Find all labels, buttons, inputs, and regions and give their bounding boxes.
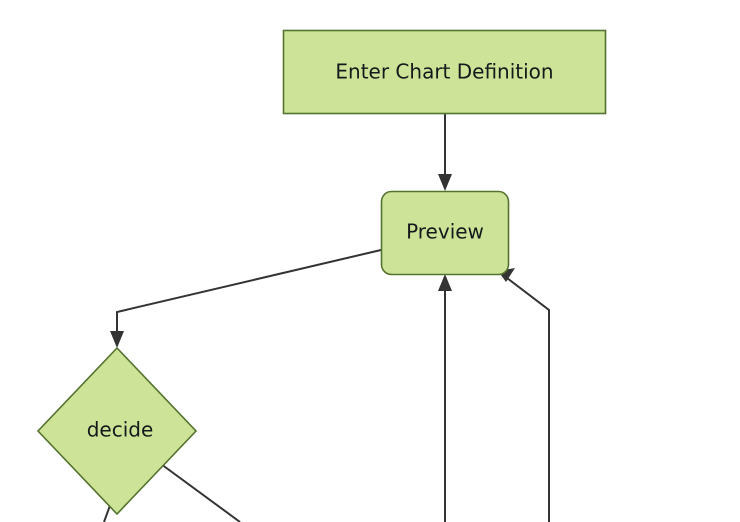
- node-decide-label: decide: [87, 418, 154, 442]
- node-preview[interactable]: Preview: [380, 190, 510, 276]
- node-preview-label: Preview: [406, 220, 484, 244]
- node-decide-shape[interactable]: [36, 346, 198, 516]
- edge-return-center-to-preview-arrowhead: [438, 274, 452, 291]
- edge-return-right-to-preview: [498, 268, 550, 522]
- edge-decide-right-out: [160, 463, 241, 522]
- edge-enter-to-preview: [438, 114, 452, 191]
- edge-preview-to-decide-line: [116, 249, 382, 337]
- node-enter-chart-definition-shape[interactable]: [282, 29, 607, 115]
- edge-preview-to-decide-arrowhead: [110, 331, 124, 348]
- edge-enter-to-preview-arrowhead: [438, 174, 452, 191]
- edge-return-center-to-preview: [438, 274, 452, 522]
- edge-decide-right-out-line: [160, 463, 241, 522]
- edge-return-right-to-preview-line: [506, 277, 550, 522]
- node-enter-chart-definition[interactable]: Enter Chart Definition: [282, 29, 607, 115]
- node-preview-shape[interactable]: [380, 190, 510, 276]
- node-decide[interactable]: decide: [36, 346, 198, 516]
- node-enter-chart-definition-label: Enter Chart Definition: [335, 60, 553, 84]
- edge-preview-to-decide: [110, 249, 382, 348]
